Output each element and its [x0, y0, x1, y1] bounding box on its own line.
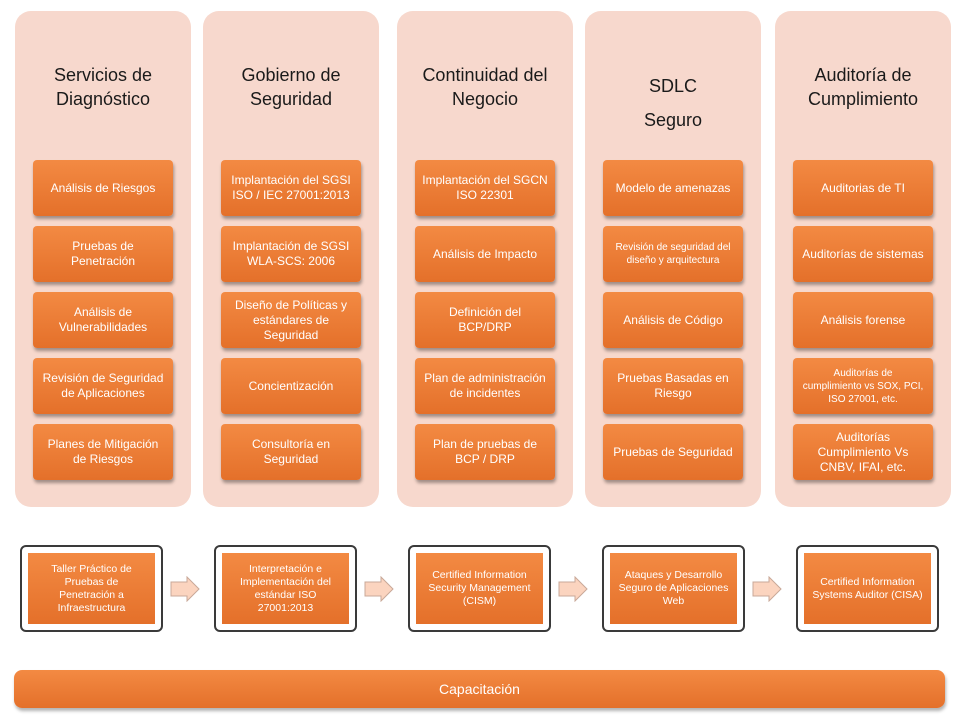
service-item: Diseño de Políticas y estándares de Segu… [221, 292, 361, 348]
service-item: Análisis de Impacto [415, 226, 555, 282]
column-title: SDLC Seguro [643, 76, 703, 130]
training-course: Certified Information Security Managemen… [408, 545, 551, 632]
column-gobierno-seguridad: Gobierno de Seguridad Implantación del S… [203, 11, 379, 507]
column-servicios-diagnostico: Servicios de Diagnóstico Análisis de Rie… [15, 11, 191, 507]
arrow-right-icon [364, 576, 394, 602]
training-course-label: Taller Práctico de Pruebas de Penetració… [28, 553, 155, 624]
service-item: Auditorías de cumplimiento vs SOX, PCI, … [793, 358, 933, 414]
arrow-right-icon [752, 576, 782, 602]
column-title: Continuidad del Negocio [422, 65, 548, 109]
training-course-label: Interpretación e Implementación del está… [222, 553, 349, 624]
training-course: Interpretación e Implementación del está… [214, 545, 357, 632]
arrow-right-icon [170, 576, 200, 602]
service-item: Implantación del SGSI ISO / IEC 27001:20… [221, 160, 361, 216]
service-item: Pruebas de Seguridad [603, 424, 743, 480]
column-title: Auditoría de Cumplimiento [807, 65, 919, 109]
training-course-label: Certified Information Security Managemen… [416, 553, 543, 624]
service-item: Análisis de Vulnerabilidades [33, 292, 173, 348]
service-item: Implantación de SGSI WLA-SCS: 2006 [221, 226, 361, 282]
column-auditoria-cumplimiento: Auditoría de Cumplimiento Auditorias de … [775, 11, 951, 507]
arrow-right-icon [558, 576, 588, 602]
service-item: Auditorías de sistemas [793, 226, 933, 282]
training-course: Taller Práctico de Pruebas de Penetració… [20, 545, 163, 632]
column-title: Gobierno de Seguridad [241, 65, 341, 109]
service-item: Auditorias de TI [793, 160, 933, 216]
service-item: Definición del BCP/DRP [415, 292, 555, 348]
service-item: Pruebas de Penetración [33, 226, 173, 282]
service-item: Modelo de amenazas [603, 160, 743, 216]
column-continuidad-negocio: Continuidad del Negocio Implantación del… [397, 11, 573, 507]
service-item: Análisis de Código [603, 292, 743, 348]
service-item: Plan de pruebas de BCP / DRP [415, 424, 555, 480]
service-item: Análisis forense [793, 292, 933, 348]
training-course-label: Certified Information Systems Auditor (C… [804, 553, 931, 624]
capacitacion-band: Capacitación [14, 670, 945, 708]
service-item: Auditorías Cumplimiento Vs CNBV, IFAI, e… [793, 424, 933, 480]
column-title: Servicios de Diagnóstico [53, 65, 153, 109]
service-item: Pruebas Basadas en Riesgo [603, 358, 743, 414]
column-sdlc-seguro: SDLC Seguro Modelo de amenazas Revisión … [585, 11, 761, 507]
service-item: Revisión de Seguridad de Aplicaciones [33, 358, 173, 414]
training-course: Ataques y Desarrollo Seguro de Aplicacio… [602, 545, 745, 632]
service-item: Plan de administración de incidentes [415, 358, 555, 414]
training-course: Certified Information Systems Auditor (C… [796, 545, 939, 632]
service-item: Implantación del SGCN ISO 22301 [415, 160, 555, 216]
service-item: Análisis de Riesgos [33, 160, 173, 216]
service-item: Consultoría en Seguridad [221, 424, 361, 480]
service-item: Concientización [221, 358, 361, 414]
training-course-label: Ataques y Desarrollo Seguro de Aplicacio… [610, 553, 737, 624]
service-item: Revisión de seguridad del diseño y arqui… [603, 226, 743, 282]
service-item: Planes de Mitigación de Riesgos [33, 424, 173, 480]
